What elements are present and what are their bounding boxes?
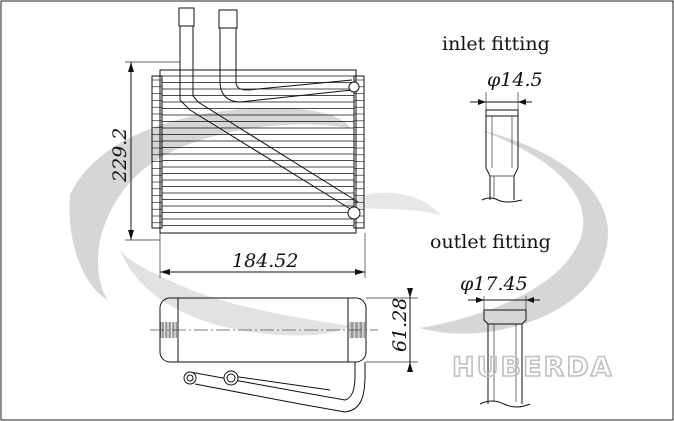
brand-watermark: HUBERDA: [452, 352, 614, 383]
width-dimension: 184.52: [159, 233, 366, 278]
depth-dimension: 61.28: [366, 288, 418, 372]
outlet-fitting-detail: outlet fitting φ17.45: [430, 231, 551, 408]
outlet-diameter: φ17.45: [460, 273, 528, 295]
evaporator-front-view: [151, 7, 365, 234]
inlet-fitting-label: inlet fitting: [442, 33, 550, 55]
width-value: 184.52: [232, 250, 298, 272]
evaporator-top-view: [150, 297, 378, 413]
depth-value: 61.28: [389, 298, 411, 352]
height-dimension: 229.2: [109, 61, 180, 241]
outlet-fitting-label: outlet fitting: [430, 231, 551, 253]
height-value: 229.2: [109, 128, 131, 183]
inlet-outlet-pipes: [178, 7, 361, 220]
inlet-fitting-detail: inlet fitting φ14.5: [442, 33, 550, 203]
brush-watermark: [69, 107, 609, 336]
inlet-diameter: φ14.5: [487, 69, 543, 91]
